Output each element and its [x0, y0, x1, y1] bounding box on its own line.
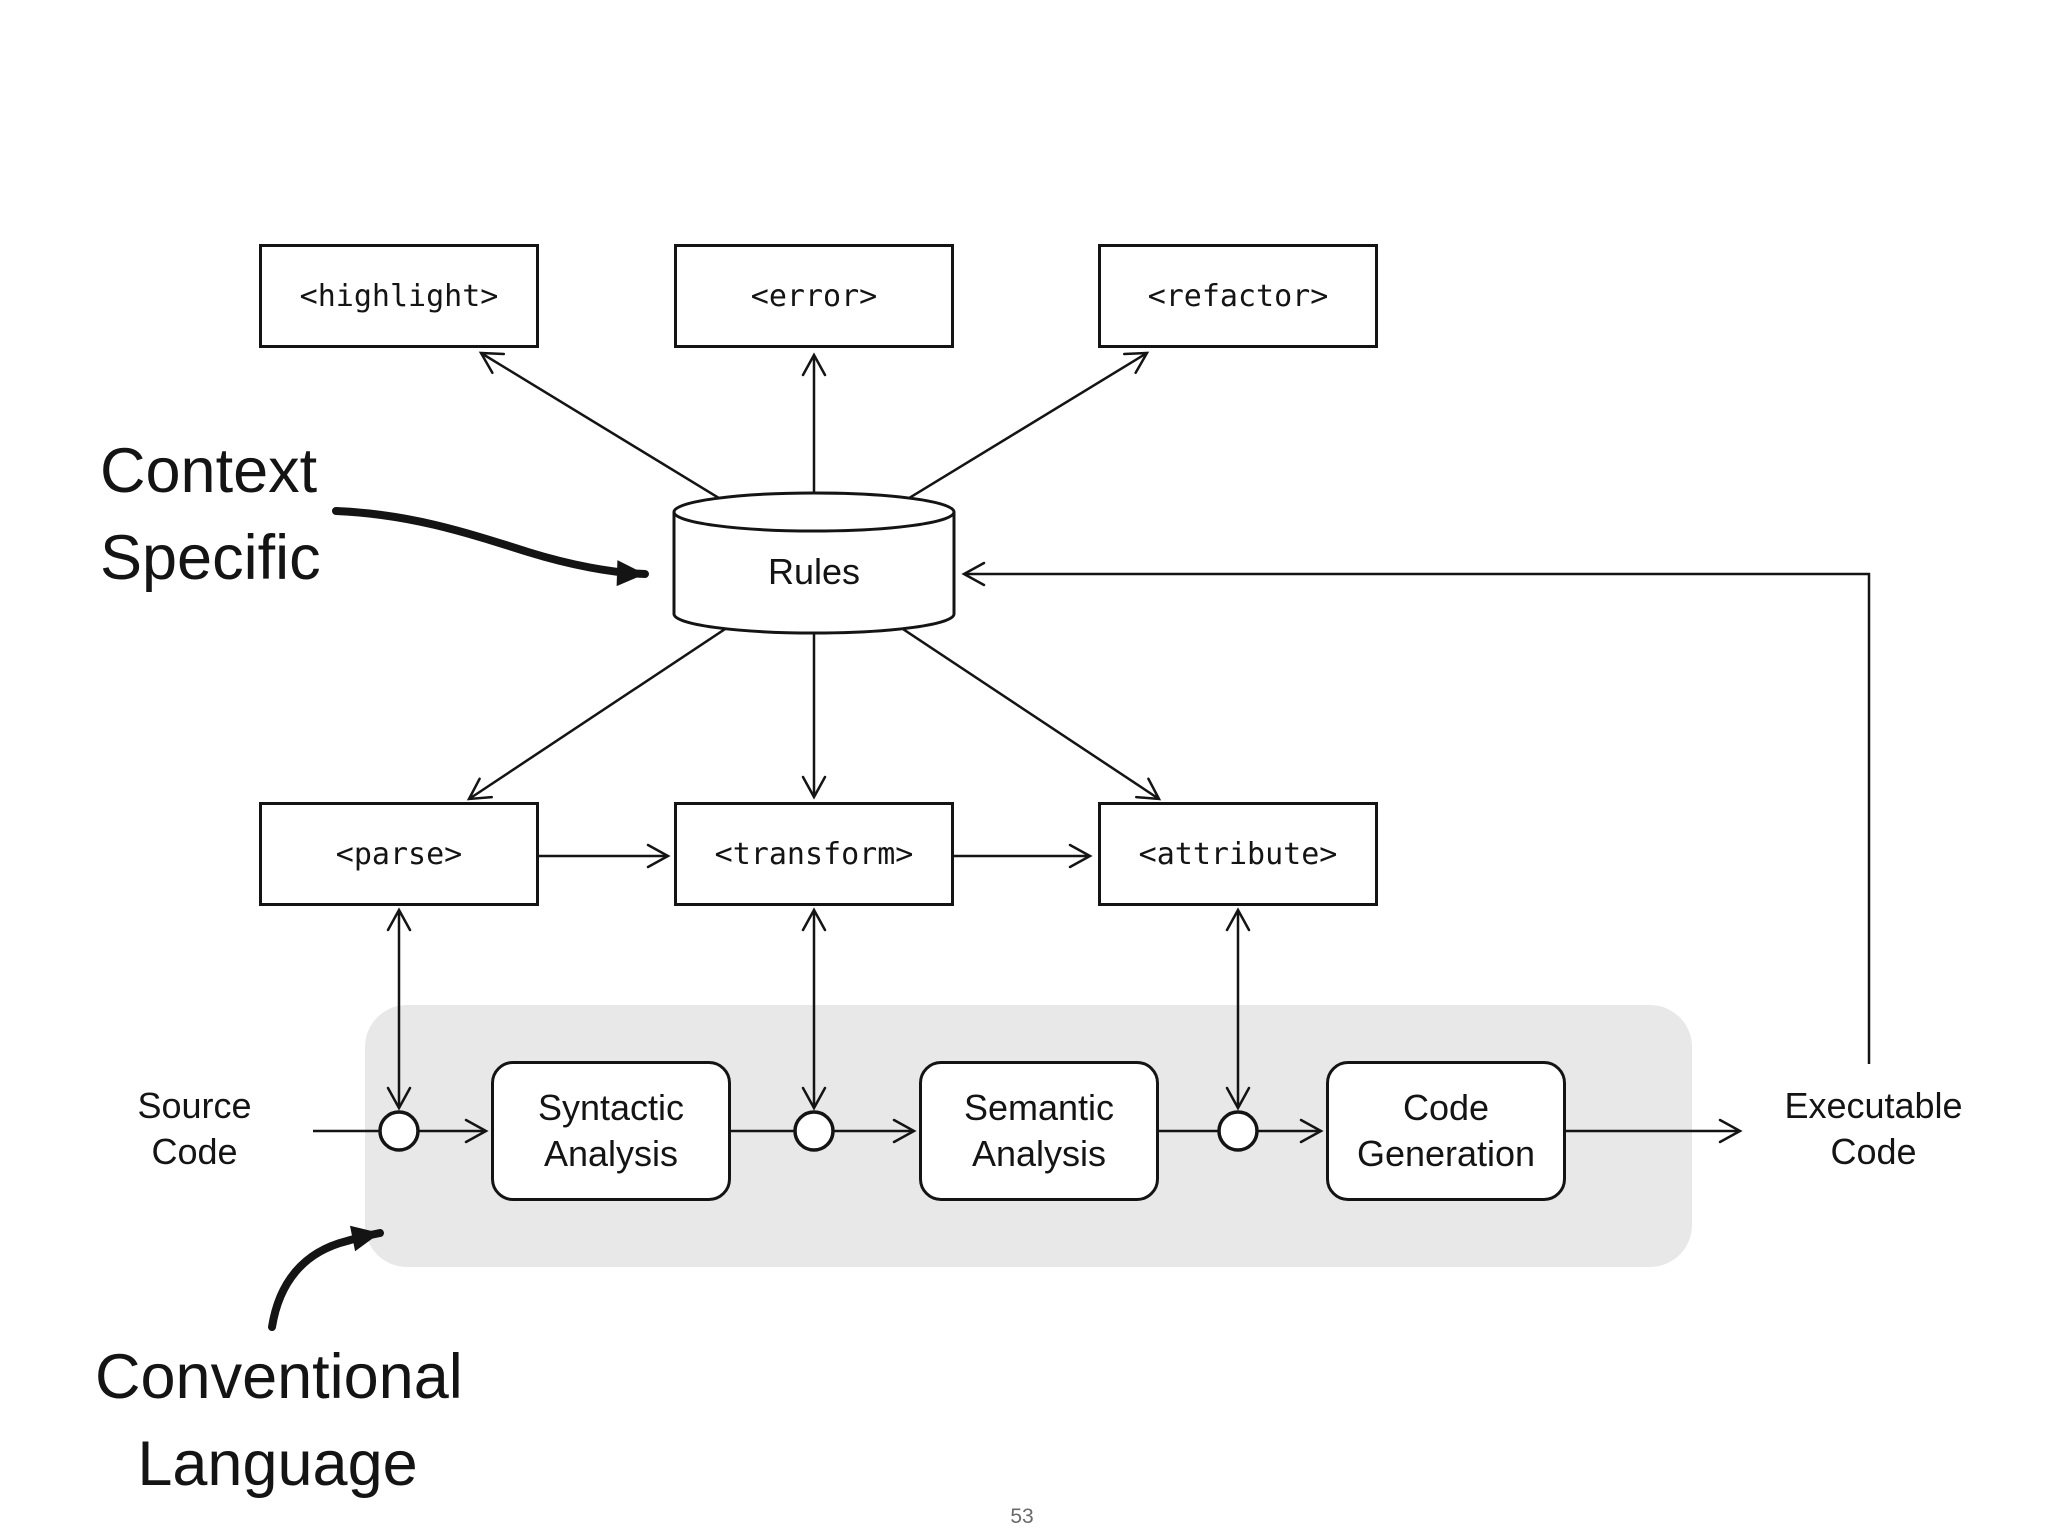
transform-box: <transform> — [674, 802, 954, 906]
syntactic-analysis-label: Syntactic Analysis — [537, 1087, 685, 1174]
refactor-box: <refactor> — [1098, 244, 1378, 348]
error-box: <error> — [674, 244, 954, 348]
attribute-box: <attribute> — [1098, 802, 1378, 906]
source-code-label: Source Code — [137, 1085, 252, 1172]
pipeline-junction-1 — [378, 1110, 420, 1152]
semantic-analysis-label: Semantic Analysis — [963, 1087, 1115, 1174]
code-generation-box: Code Generation — [1326, 1061, 1566, 1201]
executable-code-label: Executable Code — [1784, 1085, 1963, 1172]
pipeline-junction-2 — [793, 1110, 835, 1152]
error-box-label: <error> — [750, 278, 878, 314]
refactor-box-label: <refactor> — [1147, 278, 1329, 314]
context-specific-annotation-arrow — [332, 507, 649, 587]
parse-box: <parse> — [259, 802, 539, 906]
highlight-box: <highlight> — [259, 244, 539, 348]
rules-cylinder-top — [672, 491, 956, 533]
semantic-analysis-box: Semantic Analysis — [919, 1061, 1159, 1201]
arrow-executable-feedback-to-rules — [961, 561, 1871, 1064]
syntactic-analysis-box: Syntactic Analysis — [491, 1061, 731, 1201]
highlight-box-label: <highlight> — [299, 278, 499, 314]
parse-box-label: <parse> — [335, 836, 463, 872]
transform-box-label: <transform> — [714, 836, 914, 872]
rules-store-label: Rules — [767, 551, 861, 592]
conventional-language-annotation-arrow — [268, 1225, 384, 1331]
code-generation-label: Code Generation — [1356, 1087, 1536, 1174]
context-specific-note: Context Specific — [100, 436, 321, 593]
conventional-language-note: Conventional Language — [95, 1342, 463, 1499]
page-number: 53 — [1010, 1505, 1034, 1528]
rules-cylinder-body — [672, 512, 956, 635]
pipeline-junction-3 — [1217, 1110, 1259, 1152]
attribute-box-label: <attribute> — [1138, 836, 1338, 872]
